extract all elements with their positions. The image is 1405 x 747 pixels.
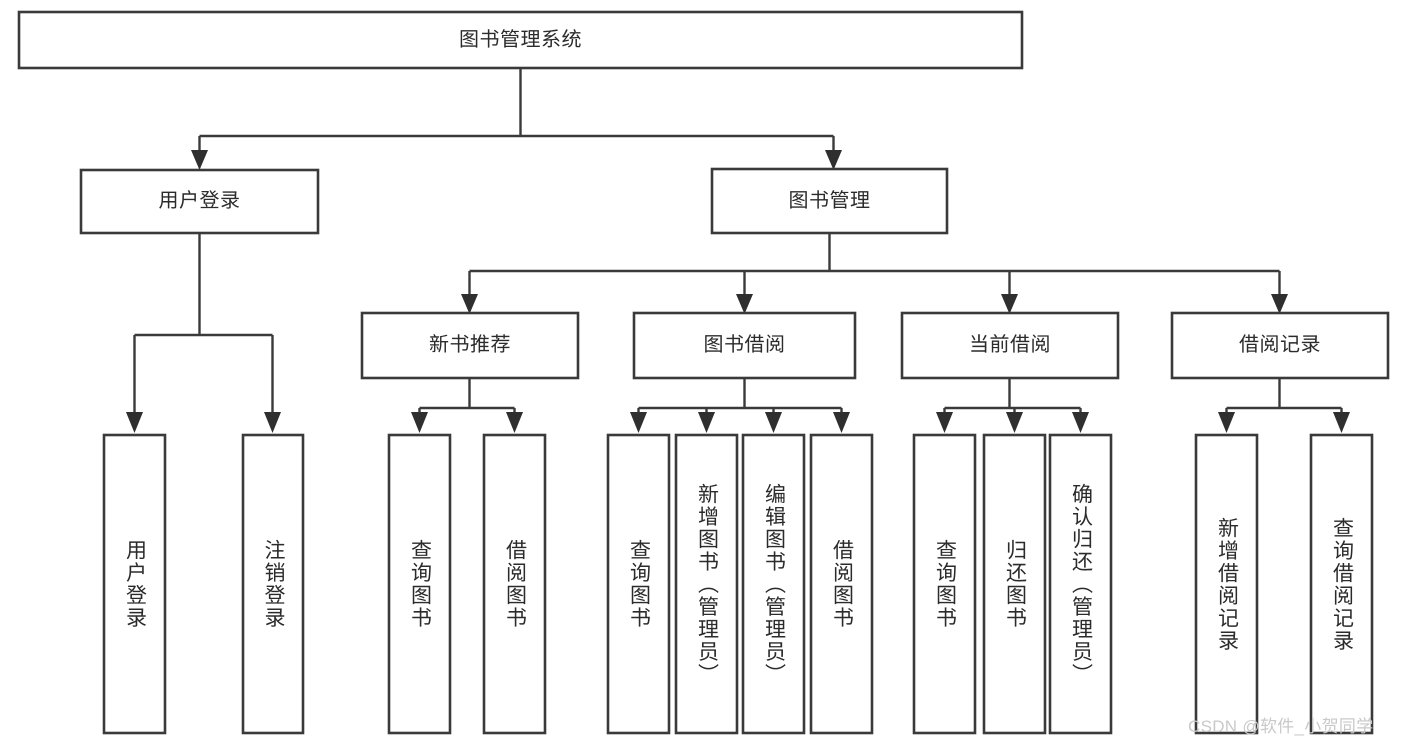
connector-group-current-children	[936, 378, 1089, 433]
node-box-leaf-5[interactable]	[674, 433, 739, 735]
arrow-head-icon	[264, 412, 281, 433]
node-box-leaf-10[interactable]	[1048, 433, 1113, 735]
arrow-head-icon	[191, 150, 208, 170]
node-box-leaf-0[interactable]	[102, 433, 167, 735]
node-box-root[interactable]	[17, 10, 1024, 70]
node-box-leaf-6[interactable]	[741, 433, 806, 735]
node-box-book-borrow[interactable]	[632, 311, 857, 380]
node-box-leaf-9[interactable]	[982, 433, 1047, 735]
arrow-head-icon	[126, 412, 143, 433]
node-box-leaf-3[interactable]	[482, 433, 547, 735]
watermark-text: CSDN @软件_小贺同学	[1188, 717, 1374, 736]
node-box-book-management[interactable]	[710, 167, 949, 235]
connector-group-borrow-children	[630, 378, 850, 433]
node-box-current-borrow[interactable]	[900, 311, 1120, 380]
node-box-leaf-1[interactable]	[241, 433, 305, 735]
arrow-head-icon	[825, 150, 842, 170]
connector-group-root-to-level1	[191, 68, 842, 170]
arrow-head-icon	[765, 412, 782, 433]
arrow-head-icon	[698, 412, 715, 433]
node-box-leaf-4[interactable]	[606, 433, 671, 735]
connector-group-record-children	[1218, 378, 1350, 433]
arrow-head-icon	[1001, 294, 1018, 314]
arrow-head-icon	[1072, 412, 1089, 433]
arrow-head-icon	[461, 294, 478, 314]
node-box-leaf-2[interactable]	[387, 433, 452, 735]
connector-group-userlogin-children	[126, 233, 281, 433]
node-box-leaf-8[interactable]	[912, 433, 977, 735]
arrow-head-icon	[1271, 294, 1288, 314]
arrow-head-icon	[1333, 412, 1350, 433]
arrow-head-icon	[936, 412, 953, 433]
node-box-leaf-11[interactable]	[1194, 433, 1259, 735]
node-box-borrow-record[interactable]	[1170, 311, 1390, 380]
node-box-user-login[interactable]	[79, 168, 320, 235]
arrow-head-icon	[506, 412, 523, 433]
arrow-head-icon	[1218, 412, 1235, 433]
arrow-head-icon	[833, 412, 850, 433]
node-box-leaf-12[interactable]	[1309, 433, 1374, 735]
node-box-leaf-7[interactable]	[809, 433, 874, 735]
connector-group-newbook-children	[411, 378, 523, 433]
connector-group-bookmgmt-children	[461, 233, 1288, 314]
node-box-new-book-recommend[interactable]	[360, 311, 580, 380]
arrow-head-icon	[630, 412, 647, 433]
arrow-head-icon	[411, 412, 428, 433]
arrow-head-icon	[1006, 412, 1023, 433]
arrow-head-icon	[736, 294, 753, 314]
